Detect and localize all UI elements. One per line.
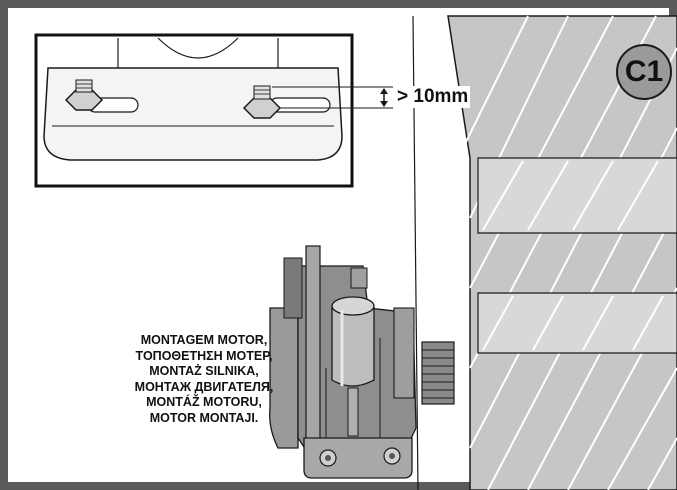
dimension-label: > 10mm xyxy=(395,86,471,108)
assembly-illustration xyxy=(34,15,677,490)
dimension-arrow-icon xyxy=(380,88,388,107)
nut-icon xyxy=(64,79,104,111)
motor-icon xyxy=(269,245,455,479)
step-badge: C1 xyxy=(616,44,672,100)
gate-icon xyxy=(447,15,677,490)
nut-icon xyxy=(242,85,282,119)
detail-inset xyxy=(34,33,393,188)
assembly-caption: MONTAGEM MOTOR, ΤΟΠΟΘΕΤΗΣΗ ΜΟΤΕΡ, MONTAŻ… xyxy=(134,333,274,425)
